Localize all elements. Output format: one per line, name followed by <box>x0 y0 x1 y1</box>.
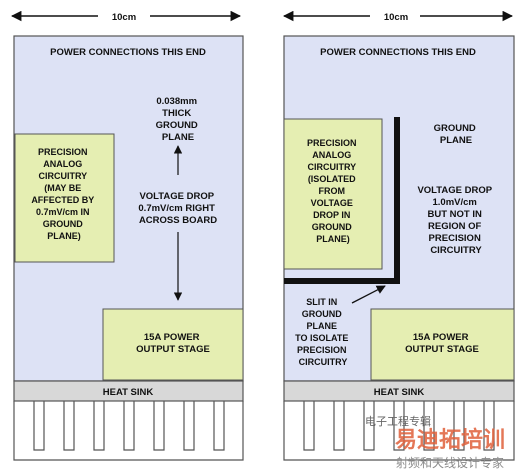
slit-label: SLIT IN GROUND PLANE TO ISOLATE PRECISIO… <box>295 297 351 367</box>
left-heat-sink: HEAT SINK <box>13 380 244 461</box>
right-power-stage-box <box>370 308 515 381</box>
right-heat-sink-label: HEAT SINK <box>374 387 425 398</box>
right-ground-plane-label: GROUND PLANE <box>434 123 479 146</box>
watermark-overlay-text: 电子工程专辑 <box>365 414 431 428</box>
left-power-connections-label: POWER CONNECTIONS THIS END <box>50 47 206 58</box>
left-voltage-drop-label: VOLTAGE DROP 0.7mV/cm RIGHT ACROSS BOARD <box>138 191 217 226</box>
right-panel: 10cm POWER CONNECTIONS THIS END GROUND P… <box>282 10 515 461</box>
left-power-stage-box <box>102 308 244 381</box>
right-power-connections-label: POWER CONNECTIONS THIS END <box>320 47 476 58</box>
watermark: 电子工程专辑 易迪拓培训 射频和天线设计专家 <box>365 414 505 470</box>
watermark-logo-text: 易迪拓培训 <box>395 427 505 453</box>
left-analog-box-label: PRECISION ANALOG CIRCUITRY (MAY BE AFFEC… <box>31 147 96 241</box>
left-ground-plane-label: 0.038mm THICK GROUND PLANE <box>156 96 201 143</box>
right-dimension: 10cm <box>282 10 514 23</box>
right-heat-sink: HEAT SINK <box>283 380 515 461</box>
left-heat-sink-fins <box>13 401 244 461</box>
right-dimension-label: 10cm <box>384 12 408 23</box>
slit-arrow <box>351 285 386 304</box>
left-power-stage-label: 15A POWER OUTPUT STAGE <box>136 332 210 355</box>
right-analog-box <box>283 118 383 270</box>
right-power-stage-label: 15A POWER OUTPUT STAGE <box>405 332 479 355</box>
right-analog-box-label: PRECISION ANALOG CIRCUITRY (ISOLATED FRO… <box>307 138 359 244</box>
left-heat-sink-label: HEAT SINK <box>103 387 154 398</box>
right-heat-sink-fins <box>283 401 515 461</box>
left-panel: 10cm POWER CONNECTIONS THIS END 0.038mm … <box>10 10 244 461</box>
left-dimension-label: 10cm <box>112 12 136 23</box>
right-voltage-drop-label: VOLTAGE DROP 1.0mV/cm BUT NOT IN REGION … <box>417 185 494 256</box>
ground-plane-slit <box>284 117 400 284</box>
left-dimension: 10cm <box>10 10 242 23</box>
watermark-tagline: 射频和天线设计专家 <box>396 455 504 470</box>
left-analog-box <box>14 133 115 263</box>
